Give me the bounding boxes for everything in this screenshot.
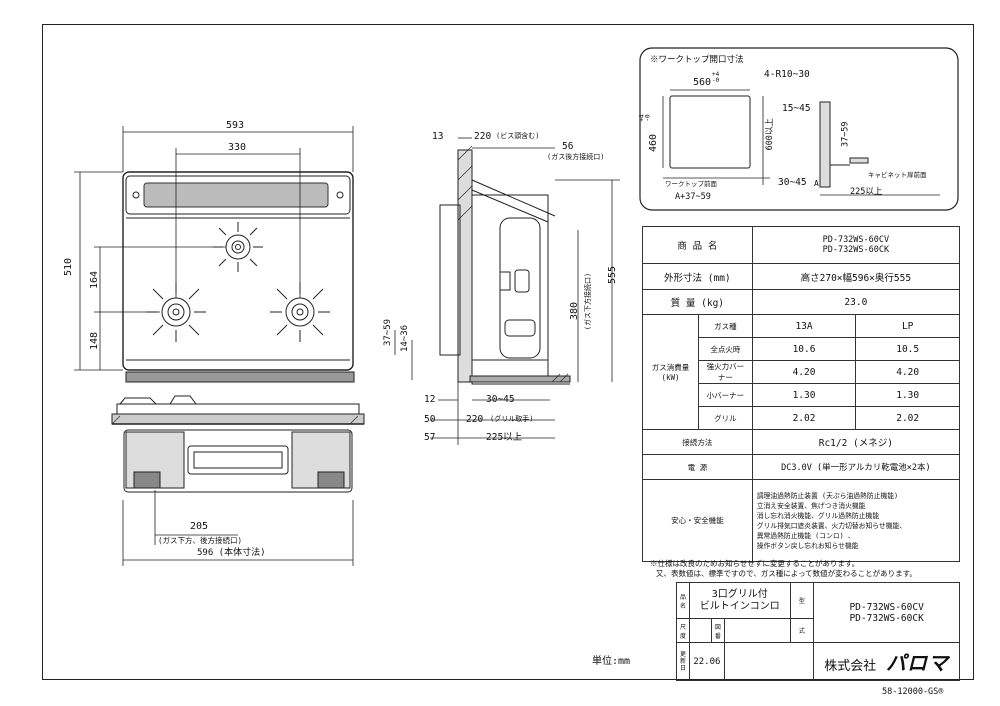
dim-30-45: 30~45 <box>486 394 515 405</box>
top-view-dimensions <box>74 126 354 566</box>
cutout-radius: 4-R10~30 <box>764 69 810 80</box>
spec-connection-label: 接続方法 <box>642 429 753 455</box>
title-koushin: 更 新 日 <box>676 642 690 681</box>
safety-line: 立消え安全装置、焦げつき消火機能 <box>756 501 866 510</box>
title-shakudo: 尺 度 <box>676 618 690 643</box>
dim-57: 57 <box>424 432 436 443</box>
cooktop-side-view <box>439 149 571 385</box>
cutout-30-45: 30~45 <box>778 177 807 188</box>
spec-dimensions-label: 外形寸法 (mm) <box>642 263 753 290</box>
dim-593: 593 <box>226 120 245 131</box>
spec-row-a: 1.30 <box>751 383 857 407</box>
drawing-number: 58-12000-GS® <box>882 687 944 697</box>
title-kata: 型 <box>789 582 815 619</box>
spec-safety-label: 安心・安全機能 <box>642 479 753 562</box>
spec-name-value: PD-732WS-60CV PD-732WS-60CK <box>751 226 961 264</box>
spec-row-a: 4.20 <box>751 360 857 384</box>
note-line-2: 又、表数値は、標準ですので、ガス種によって数値が変わることがあります。 <box>656 569 917 578</box>
spec-row-a: 2.02 <box>751 406 857 430</box>
dim-56: 56 <box>562 141 574 152</box>
dim-330: 330 <box>228 142 247 153</box>
spec-row-label: グリル <box>697 406 753 430</box>
spec-table: 商 品 名 PD-732WS-60CV PD-732WS-60CK 外形寸法 (… <box>642 226 961 562</box>
cutout-width: 560 <box>693 77 712 88</box>
cutout-a-formula: A+37~59 <box>675 192 711 202</box>
spec-row-label: 全点火時 <box>697 337 753 361</box>
dim-225: 225以上 <box>486 432 523 443</box>
side-view-dimensions <box>394 137 620 445</box>
spec-power-value: DC3.0V (単一形アルカリ乾電池×2本) <box>751 454 961 480</box>
cutout-cabinet-front: キャビネット扉前面 <box>868 171 927 179</box>
title-zuban: 図 番 <box>710 618 725 643</box>
spec-connection-value: Rc1/2 (メネジ) <box>751 429 961 455</box>
dim-555: 555 <box>607 265 619 285</box>
title-shiki: 式 <box>789 618 815 643</box>
cooktop-front-view <box>111 371 365 493</box>
dim-37-59: 37~59 <box>383 318 394 347</box>
spec-row-b: 1.30 <box>855 383 960 407</box>
dim-50: 50 <box>424 414 436 425</box>
spec-row-label: 強火力バーナー <box>697 360 753 384</box>
cutout-depth: 460 <box>648 133 660 153</box>
title-block: 品 名 3口グリル付 ビルトインコンロ 型 PD-732WS-60CV PD-7… <box>676 582 960 681</box>
safety-line: 消し忘れ消火機能、グリル過熱防止機能 <box>756 511 880 520</box>
dim-596: 596 (本体寸法) <box>197 548 266 558</box>
title-product: 3口グリル付 ビルトインコンロ <box>688 582 791 619</box>
spec-power-label: 電 源 <box>642 454 753 480</box>
dim-220-top: 220 <box>474 131 492 142</box>
safety-line: 調理油過熱防止装置 (天ぷら油過熱防止機能) <box>756 491 899 500</box>
spec-row-b: 4.20 <box>855 360 960 384</box>
spec-gas-13a: 13A <box>751 314 857 338</box>
dim-220-note: (ビス頭含む) <box>496 132 540 140</box>
title-hinmei: 品 名 <box>676 582 690 619</box>
cutout-depth-tol: +4 -0 <box>638 114 652 122</box>
cutout-detail <box>639 47 959 211</box>
dim-56-note: (ガス後方接続口) <box>547 153 605 161</box>
spec-name-label: 商 品 名 <box>642 226 753 264</box>
safety-line: 異常過熱防止機能 (コンロ) 、 <box>756 531 855 540</box>
spec-gas-type-label: ガス種 <box>697 314 753 338</box>
cutout-225: 225以上 <box>850 187 883 197</box>
dim-12: 12 <box>424 394 436 405</box>
cutout-15-45: 15~45 <box>782 103 811 114</box>
dim-510: 510 <box>63 257 75 277</box>
dim-13: 13 <box>432 131 444 142</box>
cutout-title: ※ワークトップ開口寸法 <box>650 55 744 65</box>
dim-14-36: 14~36 <box>400 324 411 353</box>
drawing-frame <box>42 24 974 680</box>
spec-dimensions-value: 高さ270×幅596×奥行555 <box>751 263 961 290</box>
dim-148: 148 <box>89 331 101 351</box>
spec-mass-label: 質 量 (kg) <box>642 289 753 315</box>
burner-right <box>270 282 330 342</box>
safety-line: グリル排気口遮炎装置、火力切替お知らせ機能、 <box>756 521 907 530</box>
spec-row-b: 10.5 <box>855 337 960 361</box>
dim-205-note: (ガス下方、後方接続口) <box>158 536 243 545</box>
spec-row-b: 2.02 <box>855 406 960 430</box>
cutout-worktop-front: ワークトップ前面 <box>665 180 717 188</box>
spec-mass-value: 23.0 <box>751 289 961 315</box>
spec-row-label: 小バーナー <box>697 383 753 407</box>
dim-380: 380 <box>569 301 581 321</box>
cutout-37-59: 37~59 <box>840 121 851 148</box>
dim-220-grill: 220 <box>466 414 484 425</box>
spec-row-a: 10.6 <box>751 337 857 361</box>
dim-220-grill-note: (グリル取手) <box>490 415 534 423</box>
safety-line: 操作ボタン戻し忘れお知らせ機能 <box>756 541 859 550</box>
hatching <box>111 145 569 425</box>
dim-380-note: (ガス下方接続口) <box>584 272 593 331</box>
dim-205: 205 <box>190 521 209 532</box>
dim-164: 164 <box>89 270 101 290</box>
paloma-logo: パロマ <box>885 651 949 675</box>
cutout-600: 600以上 <box>764 118 775 151</box>
cutout-width-tol: +4 -0 <box>712 71 720 84</box>
spec-gas-label: ガス消費量 (kW) <box>642 314 699 430</box>
spec-gas-lp: LP <box>855 314 960 338</box>
cutout-a: A <box>814 179 819 188</box>
company-name: 株式会社 <box>824 659 877 674</box>
title-model: PD-732WS-60CV PD-732WS-60CK <box>813 582 960 643</box>
note-line-1: ※仕様は改良のためお知らせせずに変更することがあります。 <box>650 559 860 568</box>
unit-label: 単位:mm <box>592 656 631 667</box>
title-date: 22.06 <box>688 642 725 681</box>
